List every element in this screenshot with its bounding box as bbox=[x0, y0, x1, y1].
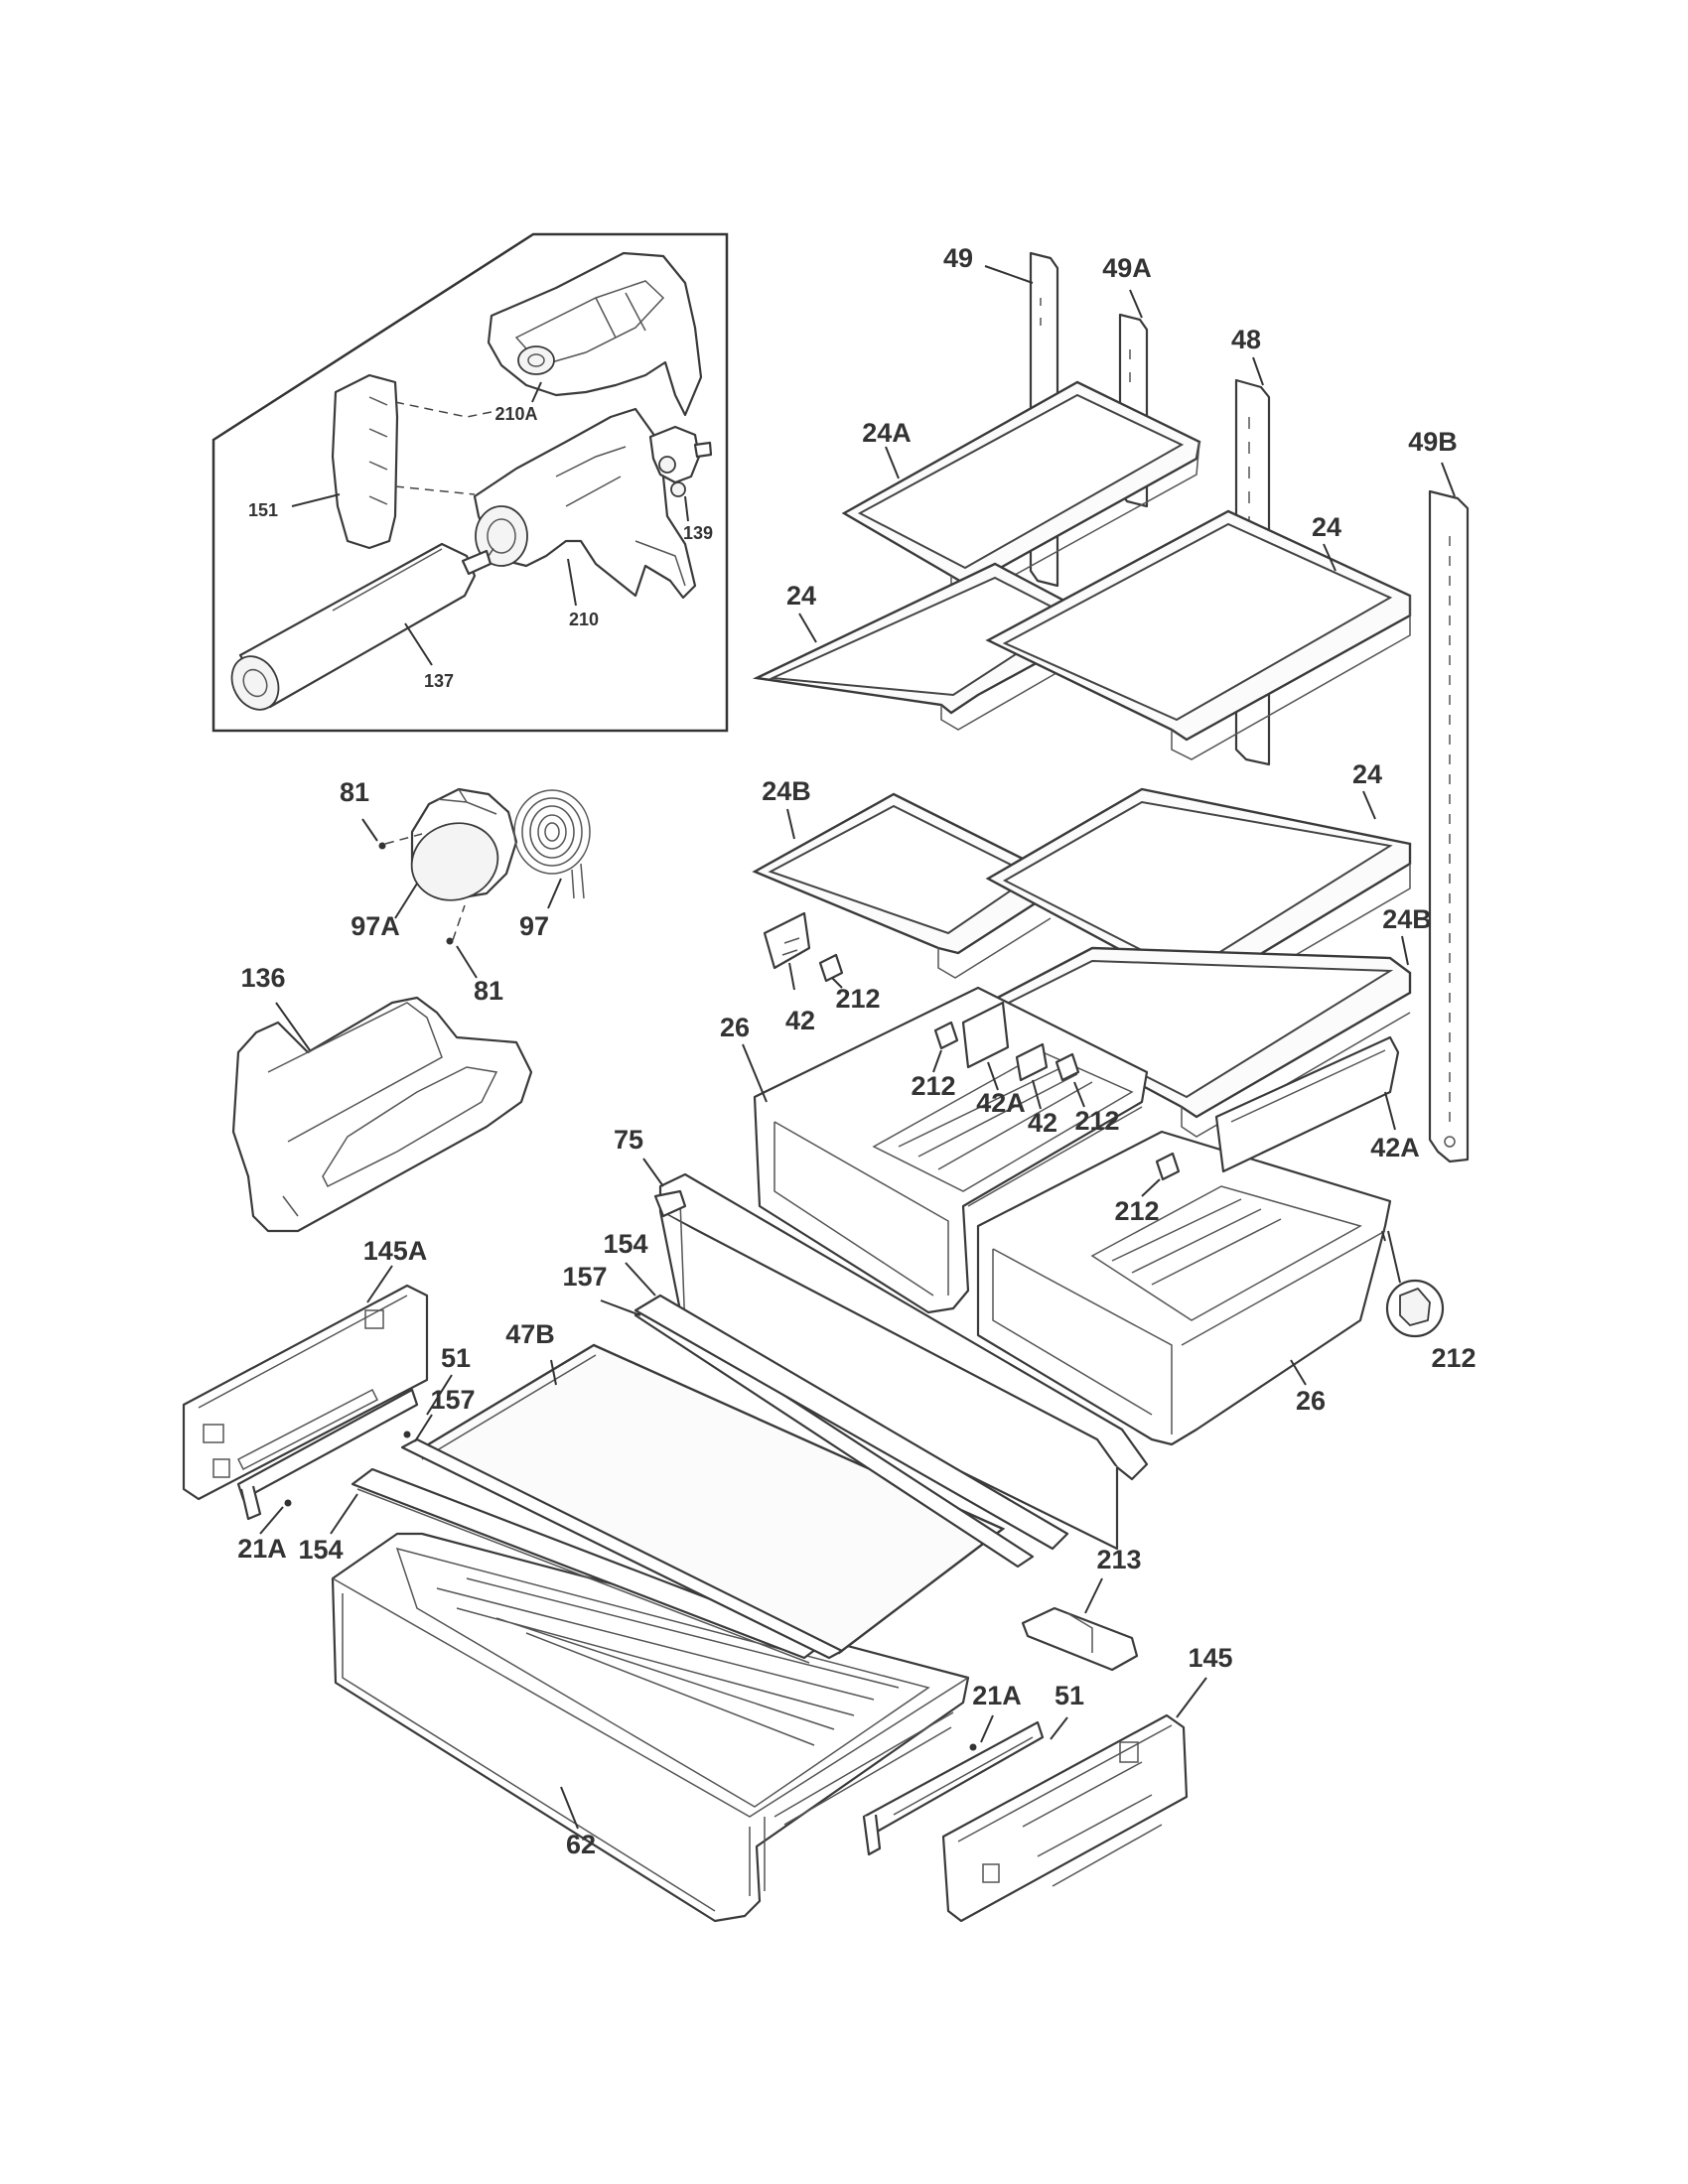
shelf-24B-right: 24B bbox=[985, 904, 1432, 1138]
crisper-drawer-26-left: 26 bbox=[720, 986, 1149, 1314]
callout-212-c: 212 bbox=[1074, 1106, 1119, 1136]
callout-210: 210 bbox=[569, 610, 599, 629]
callout-24B-left: 24B bbox=[762, 776, 811, 806]
glass-shelf-47B: 47B bbox=[412, 1319, 1006, 1655]
shelf-24-upper-right: 24 bbox=[985, 509, 1412, 760]
light-assembly: 81 97 97A 81 bbox=[340, 777, 591, 1006]
callout-62: 62 bbox=[566, 1830, 596, 1859]
filter-head-210A bbox=[487, 251, 703, 417]
callout-213: 213 bbox=[1096, 1545, 1141, 1574]
slide-rail-51-right: 21A 51 bbox=[862, 1681, 1084, 1856]
rail-49B: 49B bbox=[1408, 427, 1470, 1163]
water-filter-inset: 210A 151 139 210 137 bbox=[211, 232, 729, 733]
trim-157-lower: 157 bbox=[400, 1385, 844, 1660]
inset-frame bbox=[211, 232, 729, 733]
callout-49: 49 bbox=[943, 243, 973, 273]
wire-harness-97 bbox=[513, 789, 591, 899]
trim-154-lower: 154 bbox=[298, 1467, 826, 1664]
filter-cartridge-137 bbox=[230, 542, 492, 711]
stop-212-c: 212 bbox=[1055, 1052, 1120, 1136]
stop-212-e: 212 bbox=[1381, 1230, 1477, 1373]
shelf-24B-left: 24B bbox=[752, 776, 1055, 979]
stop-213: 213 bbox=[1021, 1545, 1142, 1672]
crisper-drawer-26-right: 26 bbox=[976, 1130, 1392, 1446]
callout-21A-left: 21A bbox=[237, 1534, 287, 1564]
callout-97: 97 bbox=[519, 911, 549, 941]
callout-24A: 24A bbox=[862, 418, 912, 448]
filter-cover-151 bbox=[331, 373, 399, 550]
callout-210A: 210A bbox=[494, 404, 537, 424]
callout-212-d: 212 bbox=[1114, 1196, 1159, 1226]
callout-24-upper-left: 24 bbox=[786, 581, 816, 611]
callout-157-upper: 157 bbox=[562, 1262, 607, 1292]
callout-75: 75 bbox=[614, 1125, 643, 1155]
callout-21A-right: 21A bbox=[972, 1681, 1022, 1710]
callout-48: 48 bbox=[1231, 325, 1261, 354]
callout-42A-left: 42A bbox=[976, 1088, 1026, 1118]
callout-47B: 47B bbox=[505, 1319, 555, 1349]
shelf-24-middle-right: 24 bbox=[985, 759, 1412, 1014]
trim-154-upper: 154 bbox=[603, 1229, 1069, 1551]
callout-24B-right: 24B bbox=[1382, 904, 1432, 934]
callout-145A: 145A bbox=[363, 1236, 428, 1266]
callout-212-b: 212 bbox=[911, 1071, 955, 1101]
callout-51-left: 51 bbox=[441, 1343, 471, 1373]
slide-rail-51-left: 51 21A bbox=[236, 1343, 471, 1564]
callout-154-upper: 154 bbox=[603, 1229, 647, 1259]
callout-26-left: 26 bbox=[720, 1013, 750, 1042]
callout-212-a: 212 bbox=[835, 984, 880, 1014]
callout-26-right: 26 bbox=[1296, 1386, 1326, 1416]
callout-42-left: 42 bbox=[785, 1006, 815, 1035]
callout-24-middle-right: 24 bbox=[1352, 759, 1382, 789]
bracket-42A-right: 42A bbox=[1214, 1035, 1420, 1173]
bracket-42-right: 42 bbox=[1015, 1042, 1057, 1138]
cover-136: 136 bbox=[231, 963, 533, 1233]
callout-42A-right: 42A bbox=[1370, 1133, 1420, 1162]
bracket-42A-left: 42A bbox=[961, 1001, 1026, 1118]
callout-212-e: 212 bbox=[1431, 1343, 1476, 1373]
stop-212-a: 212 bbox=[818, 953, 881, 1014]
callout-136: 136 bbox=[240, 963, 285, 993]
callout-24-upper-right: 24 bbox=[1312, 512, 1341, 542]
callout-157-lower: 157 bbox=[430, 1385, 475, 1415]
slide-bracket-145: 145 bbox=[941, 1643, 1233, 1923]
stop-212-d: 212 bbox=[1114, 1152, 1181, 1226]
callout-51-right: 51 bbox=[1055, 1681, 1084, 1710]
bracket-42-left: 42 bbox=[763, 911, 815, 1035]
callout-81-top: 81 bbox=[340, 777, 369, 807]
callout-81-bottom: 81 bbox=[474, 976, 503, 1006]
callout-97A: 97A bbox=[351, 911, 400, 941]
callout-154-lower: 154 bbox=[298, 1535, 343, 1565]
filter-housing-210 bbox=[473, 407, 697, 600]
callout-137: 137 bbox=[424, 671, 454, 691]
shelf-24-upper-left: 24 bbox=[752, 562, 1094, 731]
slide-bracket-145A: 145A bbox=[182, 1236, 429, 1501]
callout-42-right: 42 bbox=[1028, 1108, 1057, 1138]
callout-49B: 49B bbox=[1408, 427, 1458, 457]
valve-139 bbox=[648, 425, 713, 497]
callout-139: 139 bbox=[683, 523, 713, 543]
stop-212-b: 212 bbox=[911, 1021, 959, 1101]
callout-49A: 49A bbox=[1102, 253, 1152, 283]
callout-145: 145 bbox=[1188, 1643, 1232, 1673]
callout-151: 151 bbox=[248, 500, 278, 520]
